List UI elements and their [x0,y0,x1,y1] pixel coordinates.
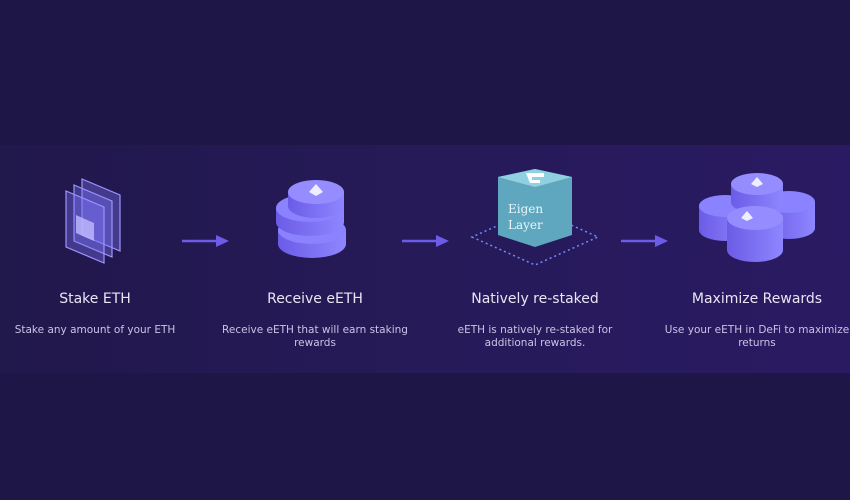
svg-text:Eigen: Eigen [508,202,543,216]
eigenlayer-cube-icon: Eigen Layer [435,160,635,280]
step-description: eETH is natively re-staked for additiona… [457,324,613,349]
step-stake-eth: Stake ETH Stake any amount of your ETH [0,160,195,337]
step-description: Stake any amount of your ETH [14,324,176,336]
arrow-right-icon [182,235,229,247]
step-title: Maximize Rewards [691,291,823,307]
svg-text:Layer: Layer [508,218,543,232]
step-title: Stake ETH [59,291,131,307]
step-description: Receive eETH that will earn staking rewa… [222,324,408,349]
eeth-coin-stack-icon [215,160,415,280]
step-maximize-rewards: Maximize Rewards Use your eETH in DeFi t… [657,160,850,350]
coin-stacks-icon [657,160,850,280]
step-natively-restaked: Eigen Layer Natively re-staked eETH is n… [435,160,635,350]
step-receive-eeth: Receive eETH Receive eETH that will earn… [215,160,415,350]
step-description: Use your eETH in DeFi to maximize return… [664,324,850,349]
wallet-windows-icon [0,160,195,280]
step-title: Receive eETH [267,291,363,307]
steps-band [0,145,850,373]
arrow-right-icon [402,235,449,247]
arrow-right-icon [621,235,668,247]
step-title: Natively re-staked [471,291,599,307]
